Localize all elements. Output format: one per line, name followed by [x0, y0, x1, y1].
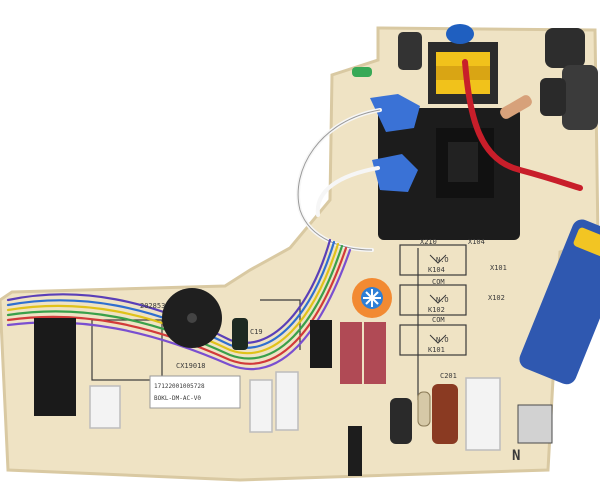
silk-k104: K104 [428, 266, 445, 274]
maroon-connectors [340, 322, 386, 384]
small-capacitor [232, 318, 248, 350]
silk-k101: K101 [428, 346, 445, 354]
blue-connectors [370, 94, 420, 192]
sensor-socket [517, 404, 553, 444]
microcontroller-chip [34, 318, 76, 416]
white-connectors [89, 371, 501, 451]
label-sticker [149, 375, 241, 409]
silk-c19: C19 [250, 328, 263, 336]
silk-x102: X102 [488, 294, 505, 302]
brown-capacitor [432, 384, 458, 444]
electrolytic-capacitors [398, 28, 598, 130]
silk-c201: C201 [440, 372, 457, 380]
silk-x210: X210 [420, 238, 437, 246]
push-button [348, 426, 362, 476]
silk-no-1: N.O [436, 256, 449, 264]
label-line-a: 17122001005728 [154, 383, 205, 390]
silk-n: N [512, 448, 520, 464]
green-led [352, 67, 372, 77]
silk-cx19018: CX19018 [176, 362, 206, 370]
yellow-transformer [428, 42, 498, 104]
silk-com-1: COM [432, 278, 445, 286]
relay-symbols [429, 254, 447, 344]
silk-part-no: 202853 [140, 302, 165, 310]
blue-motor-capacitor [519, 219, 600, 385]
label-line-b: BOKL-DM-AC-V0 [154, 395, 201, 402]
silk-com-2: COM [432, 316, 445, 324]
silk-no-3: N.O [436, 336, 449, 344]
silk-x104: X104 [468, 238, 485, 246]
resistors [417, 95, 532, 427]
snowflake-logo [352, 278, 392, 318]
silk-x101: X101 [490, 264, 507, 272]
black-buzzer [162, 288, 222, 348]
dip-chip [310, 320, 332, 368]
blue-capacitor [446, 24, 474, 44]
potentiometer [390, 398, 412, 444]
silk-no-2: N.O [436, 296, 449, 304]
red-wire [462, 59, 583, 191]
silkscreen-lines [91, 244, 467, 400]
silk-k102: K102 [428, 306, 445, 314]
